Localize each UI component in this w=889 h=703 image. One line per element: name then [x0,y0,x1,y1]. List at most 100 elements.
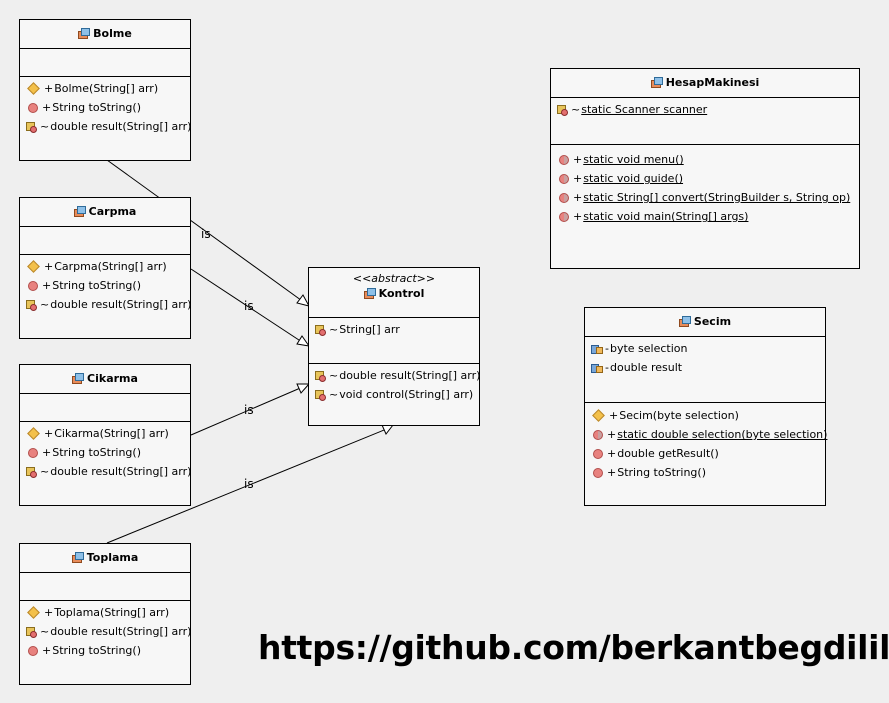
class-header: Secim [585,308,825,337]
package-method-icon [26,466,37,478]
public-method-icon [28,645,38,656]
field-row[interactable]: ~static Scanner scanner [551,100,859,119]
method-row[interactable]: +double getResult() [585,444,825,463]
constructor-icon [27,606,40,619]
class-toplama[interactable]: Toplama +Toplama(String[] arr) ~double r… [19,543,191,685]
field-row[interactable]: -double result [585,358,825,377]
method-row[interactable]: +String toString() [20,98,190,117]
class-bolme[interactable]: Bolme +Bolme(String[] arr) +String toStr… [19,19,191,161]
class-cikarma[interactable]: Cikarma +Cikarma(String[] arr) +String t… [19,364,191,506]
class-header: HesapMakinesi [551,69,859,98]
methods-section: ~double result(String[] arr) ~void contr… [309,364,480,404]
method-row[interactable]: ~double result(String[] arr) [20,117,191,136]
methods-section: +Carpma(String[] arr) +String toString()… [20,255,191,314]
method-row[interactable]: +static double selection(byte selection) [585,425,827,444]
fields-section [20,227,190,255]
method-row[interactable]: +Carpma(String[] arr) [20,257,190,276]
package-method-icon [315,389,326,401]
edge-label-bolme: is [201,227,211,241]
arrowhead-bolme [296,294,310,307]
edge-label-carpma: is [244,299,254,313]
constructor-icon [27,260,40,273]
static-method-icon [559,154,569,165]
public-method-icon [593,448,603,459]
package-method-icon [26,121,37,133]
edge-label-toplama: is [244,477,254,491]
edge-bolme-kontrol [106,159,306,304]
package-method-icon [315,370,326,382]
constructor-icon [27,82,40,95]
method-row[interactable]: +Cikarma(String[] arr) [20,424,190,443]
method-row[interactable]: ~double result(String[] arr) [309,366,480,385]
method-row[interactable]: ~double result(String[] arr) [20,462,191,481]
edge-cikarma-kontrol [190,385,306,436]
methods-section: +Cikarma(String[] arr) +String toString(… [20,422,191,481]
constructor-icon [27,427,40,440]
fields-section [20,49,190,77]
class-name: Carpma [88,205,137,218]
edge-carpma-kontrol [190,268,306,345]
method-row[interactable]: +static String[] convert(StringBuilder s… [551,188,859,207]
package-field-icon [315,324,326,336]
class-icon [71,552,84,563]
github-watermark: https://github.com/berkantbegdilili [258,628,889,667]
method-row[interactable]: +String toString() [585,463,825,482]
private-field-icon [591,363,603,373]
class-icon [73,206,86,217]
method-row[interactable]: +String toString() [20,276,190,295]
method-row[interactable]: +Bolme(String[] arr) [20,79,190,98]
package-field-icon [557,104,568,116]
field-row[interactable]: -byte selection [585,339,825,358]
method-row[interactable]: +String toString() [20,443,190,462]
class-header: Toplama [20,544,190,573]
method-row[interactable]: +static void guide() [551,169,859,188]
package-method-icon [26,299,37,311]
arrowhead-carpma [296,335,311,347]
arrowhead-cikarma [296,383,311,394]
class-icon [650,77,663,88]
private-field-icon [591,344,603,354]
class-name: Kontrol [378,287,425,300]
class-name: Secim [693,315,732,328]
class-name: HesapMakinesi [665,76,760,89]
class-hesapmakinesi[interactable]: HesapMakinesi ~static Scanner scanner +s… [550,68,860,269]
fields-section: -byte selection -double result [585,337,825,403]
edge-label-cikarma: is [244,403,254,417]
class-carpma[interactable]: Carpma +Carpma(String[] arr) +String toS… [19,197,191,339]
method-row[interactable]: ~void control(String[] arr) [309,385,479,404]
class-header: Cikarma [20,365,190,394]
method-row[interactable]: ~double result(String[] arr) [20,622,191,641]
public-method-icon [28,102,38,113]
static-method-icon [559,211,569,222]
class-secim[interactable]: Secim -byte selection -double result +Se… [584,307,827,506]
methods-section: +Bolme(String[] arr) +String toString() … [20,77,191,136]
class-name: Toplama [86,551,139,564]
method-row[interactable]: +String toString() [20,641,190,660]
field-row[interactable]: ~String[] arr [309,320,479,339]
class-icon [363,288,376,299]
fields-section [20,394,190,422]
package-method-icon [26,626,37,638]
method-row[interactable]: +Secim(byte selection) [585,406,825,425]
public-method-icon [593,467,603,478]
static-method-icon [559,173,569,184]
methods-section: +static void menu() +static void guide()… [551,145,859,226]
method-row[interactable]: ~double result(String[] arr) [20,295,191,314]
method-row[interactable]: +static void menu() [551,150,859,169]
class-name: Cikarma [87,372,138,385]
class-header: Bolme [20,20,190,49]
constructor-icon [592,409,605,422]
class-icon [78,28,91,39]
static-method-icon [559,192,569,203]
class-icon [678,316,691,327]
fields-section: ~static Scanner scanner [551,98,859,145]
public-method-icon [28,447,38,458]
method-row[interactable]: +static void main(String[] args) [551,207,859,226]
class-header: <<abstract>> Kontrol [309,272,479,318]
class-kontrol[interactable]: <<abstract>> Kontrol ~String[] arr ~doub… [308,267,480,426]
method-row[interactable]: +Toplama(String[] arr) [20,603,190,622]
edge-toplama-kontrol [106,427,390,544]
stereotype: <<abstract>> [352,272,436,285]
public-method-icon [28,280,38,291]
